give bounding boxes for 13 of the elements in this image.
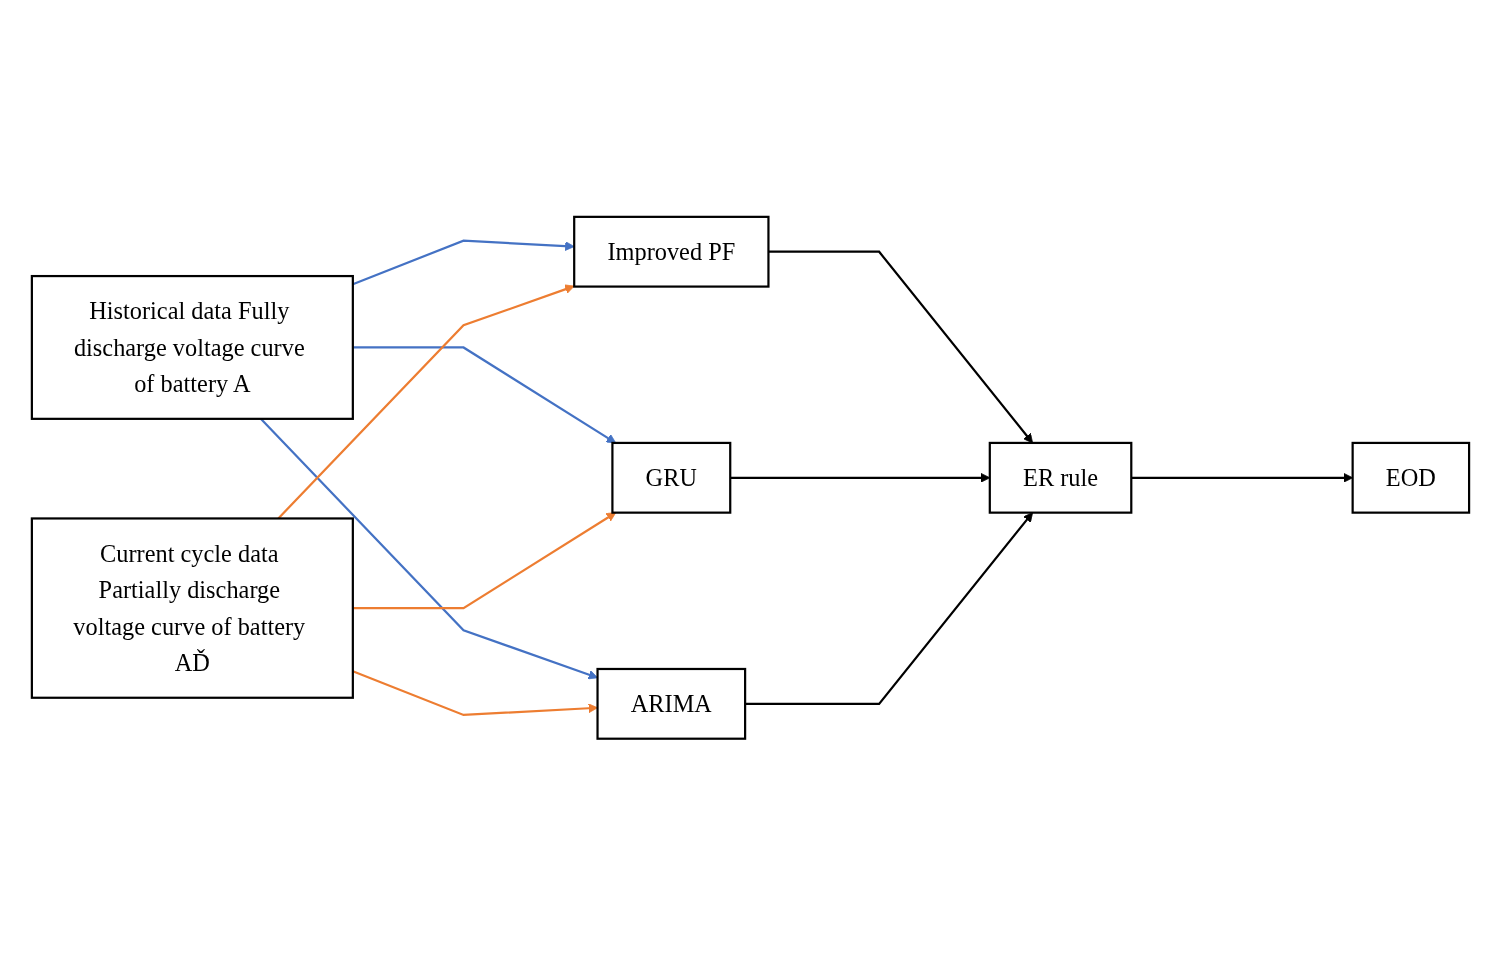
node-box: EOD [1351,442,1470,514]
arrow [352,512,616,610]
node-box: Historical data Fully discharge voltage curve of battery A [30,275,354,421]
node-box: Current cycle data Partially discharge voltage curve of battery AĎ [30,517,354,700]
arrow [352,346,616,444]
node-box: ER rule [988,442,1132,514]
arrow [729,473,990,483]
arrow [744,512,1033,706]
node-box: Improved PF [572,215,770,288]
arrow [767,250,1033,444]
arrow [1130,473,1353,483]
node-box: GRU [610,442,731,514]
node-box: ARIMA [595,668,746,741]
